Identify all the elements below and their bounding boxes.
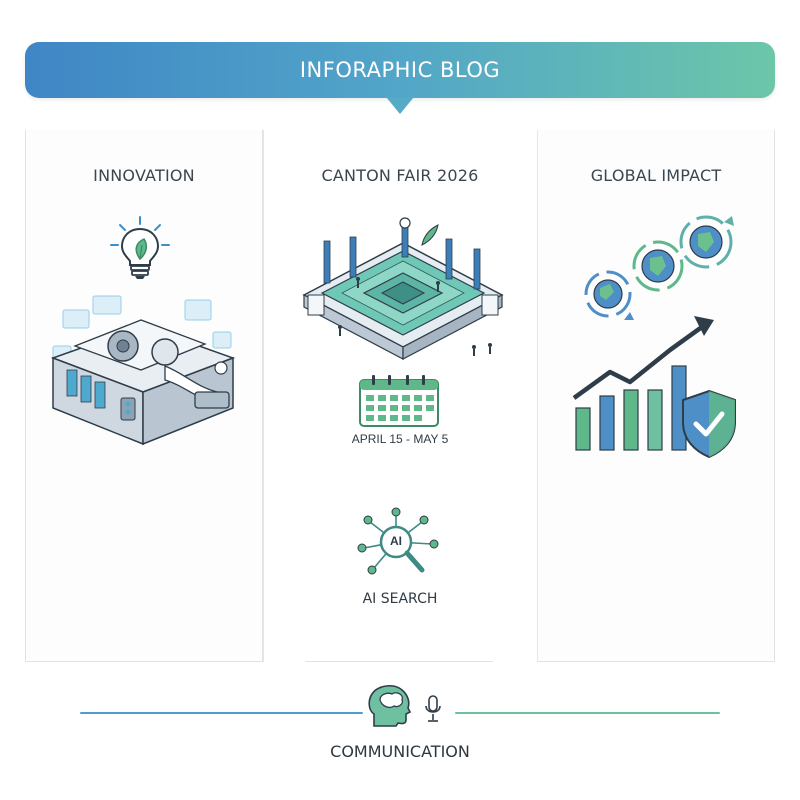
banner-pointer: [386, 97, 414, 114]
microphone-icon: [424, 694, 442, 728]
head-thought-icon: [366, 682, 422, 732]
column-divider-left: [263, 130, 264, 662]
innovation-heading: INNOVATION: [93, 166, 195, 185]
footer-line-right: [455, 712, 720, 714]
banner-title: INFORAPHIC BLOG: [299, 58, 501, 82]
printing-machine-icon: [45, 288, 240, 450]
ai-search-label: AI SEARCH: [362, 591, 438, 607]
center-panel-rule: [305, 661, 493, 662]
ai-badge: AI: [390, 534, 402, 548]
exhibition-hall-icon: [298, 215, 508, 364]
globe-cycle-icon: [576, 212, 746, 328]
footer-line-left: [80, 712, 363, 714]
global-impact-heading: GLOBAL IMPACT: [590, 166, 722, 185]
ai-search-icon: AI: [356, 500, 442, 584]
communication-label: COMMUNICATION: [330, 742, 470, 761]
lightbulb-leaf-icon: [108, 215, 172, 285]
column-divider-right: [537, 130, 538, 662]
canton-fair-heading: CANTON FAIR 2026: [321, 166, 479, 185]
fair-dates-label: APRIL 15 - MAY 5: [351, 432, 449, 446]
title-banner: INFORAPHIC BLOG: [25, 42, 775, 98]
calendar-icon: [358, 374, 440, 432]
shield-check-icon: [678, 388, 740, 464]
growth-chart-icon: [570, 312, 720, 461]
